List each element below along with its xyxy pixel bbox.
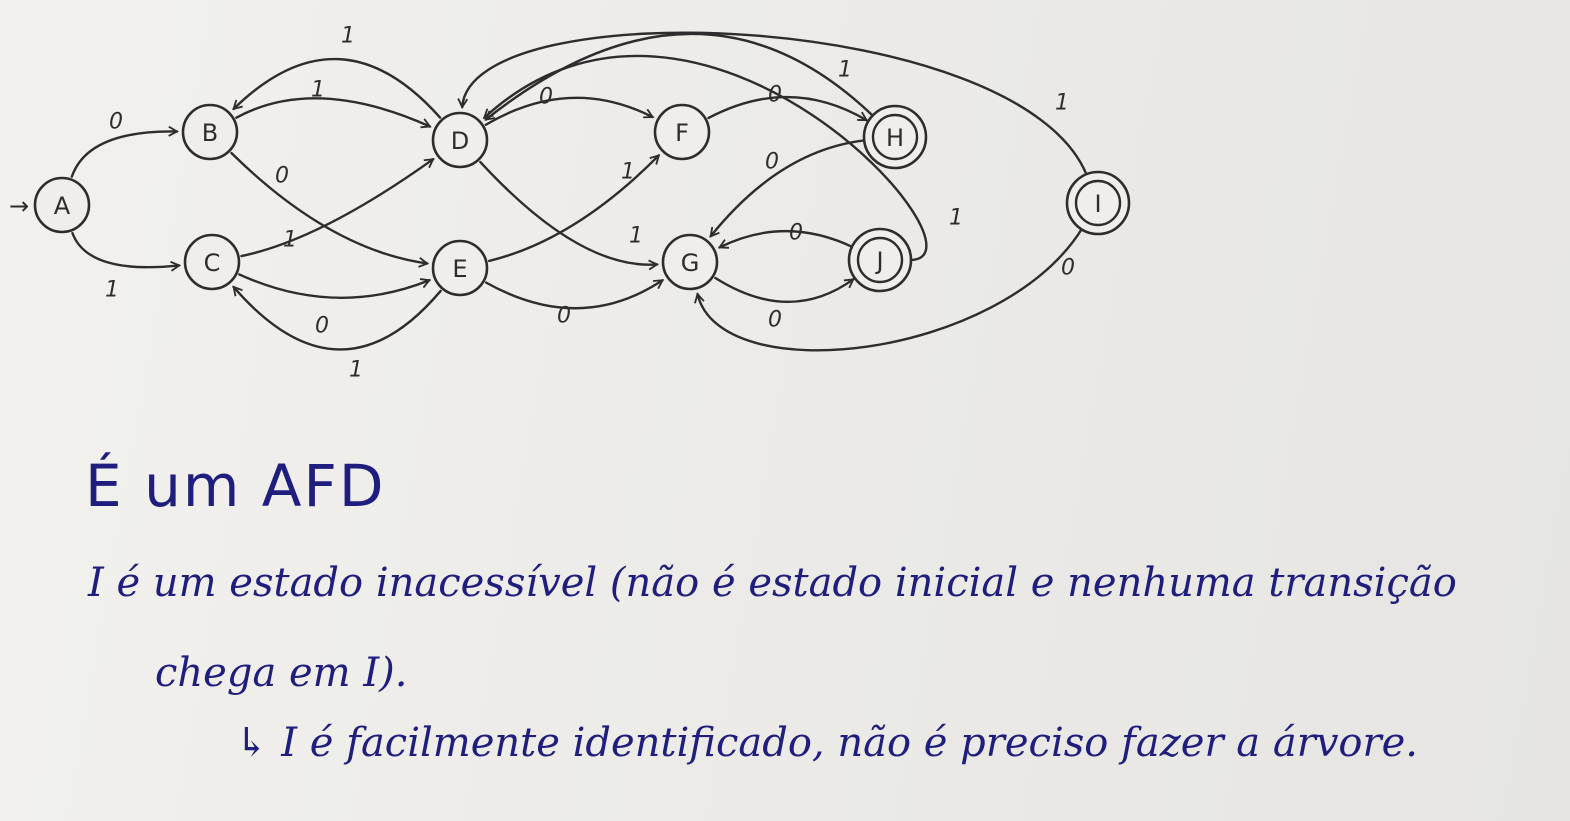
state-circle: [431, 111, 489, 169]
transition-label-c-e: 0: [315, 314, 329, 339]
state-label: H: [886, 124, 904, 152]
state-circle: [181, 103, 239, 161]
state-d: D: [431, 111, 489, 169]
transition-d-b: [234, 57, 442, 119]
state-circle: [653, 103, 711, 161]
transition-j-d: [484, 54, 928, 262]
state-a: A: [33, 176, 91, 234]
transition-f-h: [707, 95, 867, 122]
transition-e-c: [234, 287, 442, 351]
transition-a-b: [70, 131, 177, 178]
state-label: C: [204, 249, 221, 277]
transition-label-e-g: 0: [557, 304, 571, 329]
state-label: G: [681, 249, 700, 277]
note-line-1: É um AFD: [85, 452, 386, 520]
accepting-ring: [856, 236, 904, 284]
transition-label-g-j: 0: [768, 308, 782, 333]
state-e: E: [431, 239, 489, 297]
transition-e-f: [487, 155, 659, 263]
transition-label-d-f: 0: [539, 85, 553, 110]
transition-c-d: [240, 157, 433, 258]
transition-d-f: [484, 96, 653, 126]
transition-label-b-e: 0: [275, 164, 289, 189]
transition-label-f-h: 0: [768, 83, 782, 108]
transition-label-h-g: 0: [765, 150, 779, 175]
note-line-3: chega em I).: [155, 650, 408, 696]
transition-label-e-f: 1: [621, 160, 635, 185]
state-label: I: [1094, 190, 1101, 218]
transition-h-d: [486, 32, 875, 121]
transition-label-j-g: 0: [789, 221, 803, 246]
state-label: A: [54, 192, 71, 220]
transition-i-d: [462, 31, 1088, 177]
state-i: I: [1065, 170, 1131, 236]
transition-label-j-d: 1: [949, 206, 963, 231]
state-label: D: [451, 127, 469, 155]
state-circle: [183, 233, 241, 291]
state-label: E: [452, 255, 467, 283]
transition-label-a-c: 1: [105, 278, 119, 303]
state-b: B: [181, 103, 239, 161]
transition-label-d-b: 1: [341, 24, 355, 49]
transition-c-e: [238, 273, 429, 299]
state-label: B: [202, 119, 218, 147]
transition-label-d-g: 1: [629, 224, 643, 249]
transition-e-g: [484, 279, 662, 310]
transition-label-e-c: 1: [349, 358, 363, 383]
state-circle: [661, 233, 719, 291]
state-j: J: [847, 227, 913, 293]
state-h: H: [862, 104, 928, 170]
state-circle: [33, 176, 91, 234]
transition-g-j: [714, 276, 853, 303]
accepting-ring: [1074, 179, 1122, 227]
transition-label-b-d: 1: [311, 78, 325, 103]
state-f: F: [653, 103, 711, 161]
transition-a-c: [71, 231, 179, 267]
transition-label-h-d: 1: [838, 58, 852, 83]
start-arrow-icon: →: [9, 192, 29, 220]
note-line-2: I é um estado inacessível (não é estado …: [88, 560, 1457, 606]
transition-i-g: [698, 227, 1084, 352]
transition-b-d: [235, 97, 430, 126]
state-c: C: [183, 233, 241, 291]
transition-label-a-b: 0: [109, 110, 123, 135]
transition-label-i-g: 0: [1061, 256, 1075, 281]
transition-label-c-d: 1: [283, 228, 297, 253]
transition-label-i-d: 1: [1055, 91, 1069, 116]
state-circle: [431, 239, 489, 297]
state-label: F: [675, 119, 689, 147]
state-g: G: [661, 233, 719, 291]
transition-h-g: [709, 139, 867, 236]
accepting-ring: [871, 113, 919, 161]
transition-d-g: [479, 160, 657, 265]
note-line-4: ↳ I é facilmente identificado, não é pre…: [235, 720, 1419, 766]
state-label: J: [874, 247, 883, 275]
transition-j-g: [720, 229, 855, 247]
transition-b-e: [230, 151, 427, 263]
